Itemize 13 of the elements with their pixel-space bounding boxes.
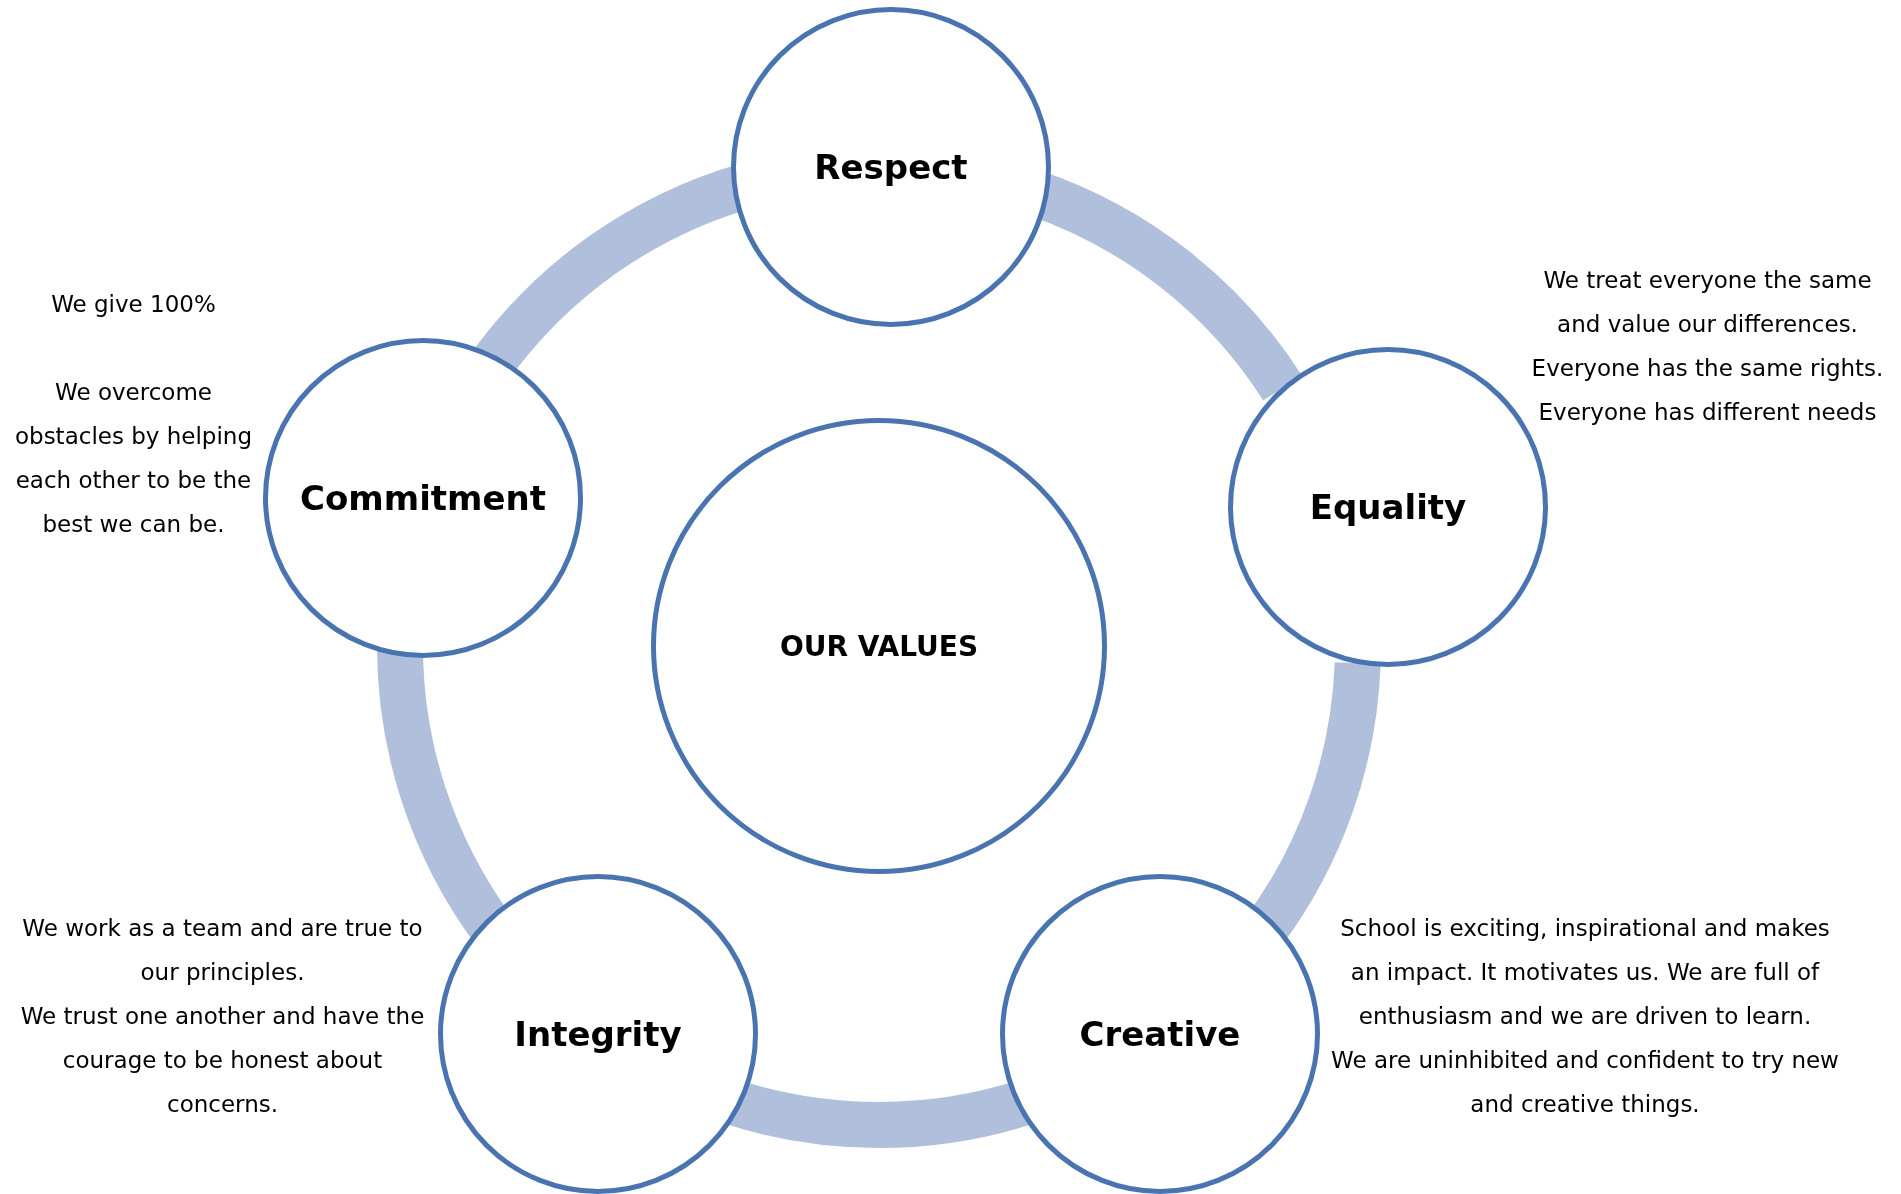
value-description: We are uninhibited and confident to try new and creative things.	[1330, 1046, 1840, 1119]
value-title: OUR VALUES	[779, 629, 979, 663]
value-description: We trust one another and have the courage to be honest about concerns.	[19, 1002, 426, 1119]
value-description: We give 100%	[50, 290, 217, 319]
value-description: We work as a team and are true to our principles.	[21, 914, 424, 987]
value-description: We treat everyone the same and value our differences. Everyone has the same rights. Everyone has different needs	[1530, 266, 1885, 427]
value-title: Respect	[814, 147, 968, 187]
value-title: Creative	[1079, 1014, 1241, 1054]
value-description: School is exciting, inspirational and makes an impact. It motivates us. We are full of enthusiasm and we are driven to learn.	[1339, 914, 1831, 1031]
value-title: Equality	[1309, 487, 1467, 527]
value-description: We overcome obstacles by helping each other to be the best we can be.	[13, 378, 254, 539]
value-title: Commitment	[300, 478, 546, 518]
value-title: Integrity	[514, 1014, 682, 1054]
